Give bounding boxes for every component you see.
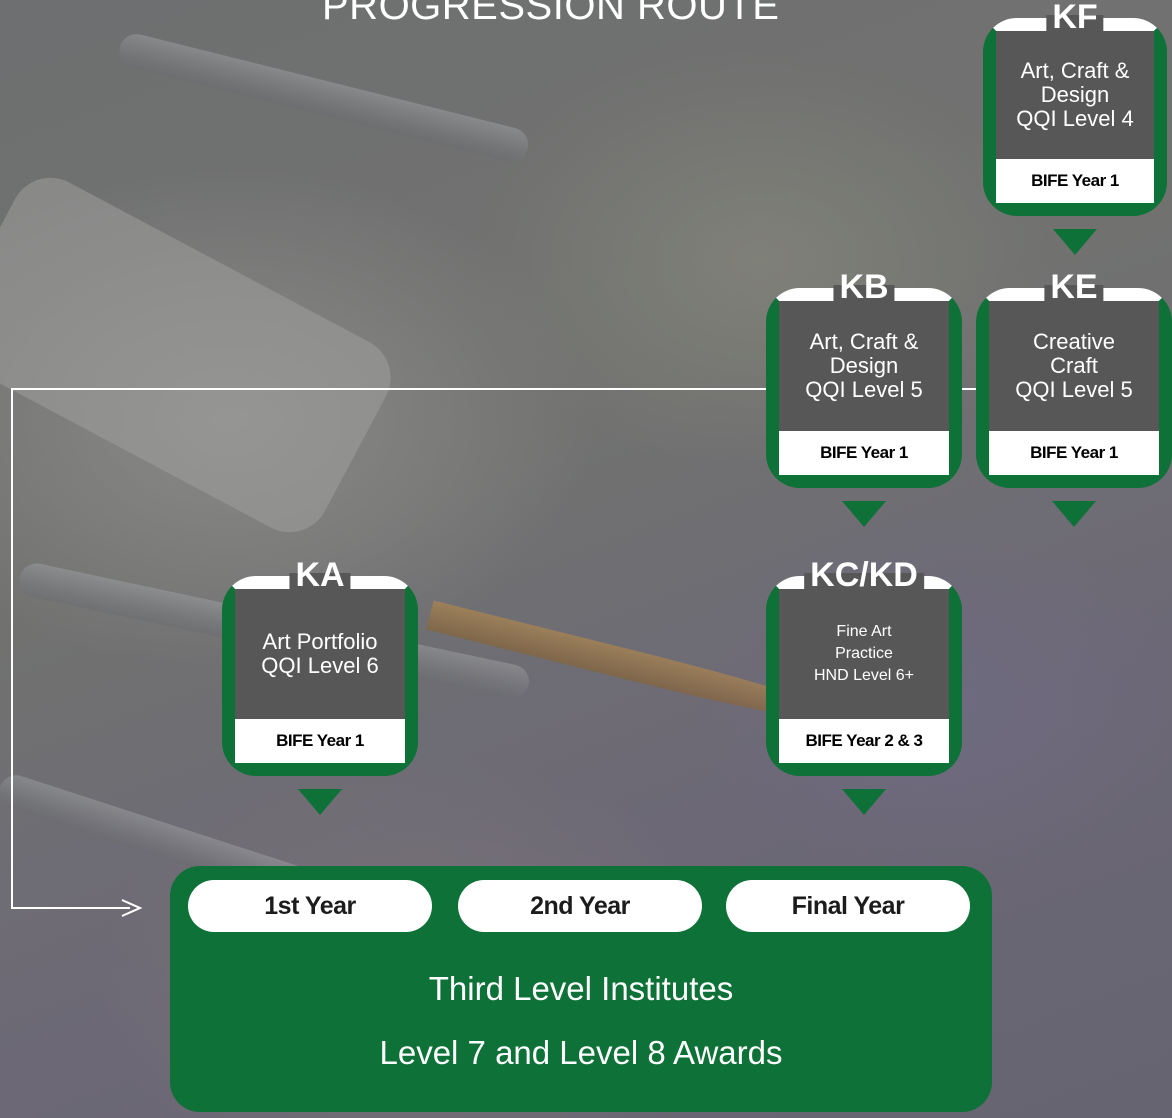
down-pointer-icon [1053, 229, 1097, 255]
awards-heading: Third Level Institutes [428, 970, 734, 1007]
course-details: Creative Craft QQI Level 5 [989, 301, 1159, 431]
third-level-awards-panel: 1st Year 2nd Year Final Year Third Level… [170, 866, 992, 1112]
course-line: Craft [1050, 353, 1098, 378]
down-pointer-icon [842, 789, 886, 815]
course-code: KC/KD [804, 555, 924, 595]
course-card-ke: Creative Craft QQI Level 5 BIFE Year 1 K… [976, 268, 1172, 527]
course-line: QQI Level 4 [1016, 106, 1134, 131]
awards-subheading: Level 7 and Level 8 Awards [379, 1034, 783, 1071]
course-line: Art, Craft & [809, 329, 919, 354]
course-card-kf: Art, Craft & Design QQI Level 4 BIFE Yea… [983, 0, 1167, 255]
course-details: Art Portfolio QQI Level 6 [235, 589, 405, 719]
down-pointer-icon [1052, 501, 1096, 527]
course-line: HND Level 6+ [813, 667, 915, 684]
course-card-kckd: Fine Art Practice HND Level 6+ BIFE Year… [766, 556, 962, 815]
course-tag: BIFE Year 1 [996, 159, 1154, 203]
course-details: Art, Craft & Design QQI Level 5 [779, 301, 949, 431]
course-code: KB [833, 267, 895, 307]
course-line: Fine Art [836, 623, 892, 640]
course-details: Art, Craft & Design QQI Level 4 [996, 31, 1154, 159]
course-tag: BIFE Year 1 [235, 719, 405, 763]
course-tag: BIFE Year 1 [989, 431, 1159, 475]
page-title: PROGRESSION ROUTE [322, 0, 780, 28]
year-pill-1st: 1st Year [188, 880, 432, 932]
course-line: Practice [835, 645, 893, 662]
course-line: QQI Level 5 [805, 377, 923, 402]
course-card-ka: Art Portfolio QQI Level 6 BIFE Year 1 KA [222, 556, 418, 815]
course-line: QQI Level 5 [1015, 377, 1133, 402]
course-line: Creative [1033, 329, 1115, 354]
course-line: Art, Craft & [1020, 58, 1130, 83]
year-pill-final: Final Year [726, 880, 970, 932]
course-tag: BIFE Year 1 [779, 431, 949, 475]
course-details: Fine Art Practice HND Level 6+ [779, 589, 949, 719]
course-line: Design [829, 353, 899, 378]
down-pointer-icon [842, 501, 886, 527]
course-card-kb: Art, Craft & Design QQI Level 5 BIFE Yea… [766, 268, 962, 527]
course-line: Art Portfolio [262, 629, 378, 654]
course-code: KA [289, 555, 351, 595]
course-line: Design [1040, 82, 1110, 107]
course-code: KF [1046, 0, 1104, 37]
down-pointer-icon [298, 789, 342, 815]
course-code: KE [1044, 267, 1104, 307]
course-tag: BIFE Year 2 & 3 [779, 719, 949, 763]
year-pill-2nd: 2nd Year [458, 880, 702, 932]
course-line: QQI Level 6 [261, 653, 379, 678]
